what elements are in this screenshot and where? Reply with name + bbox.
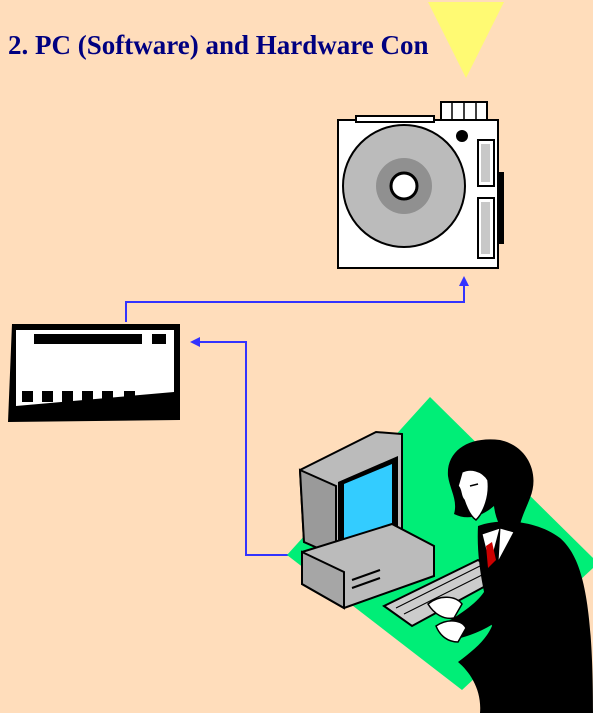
connector-controller-to-projector [126,278,464,322]
computer-user-icon [287,397,593,713]
connector-pc-to-controller [192,342,300,555]
light-beam [428,2,504,78]
projector-icon [338,102,504,268]
controller-box-icon [8,324,180,422]
